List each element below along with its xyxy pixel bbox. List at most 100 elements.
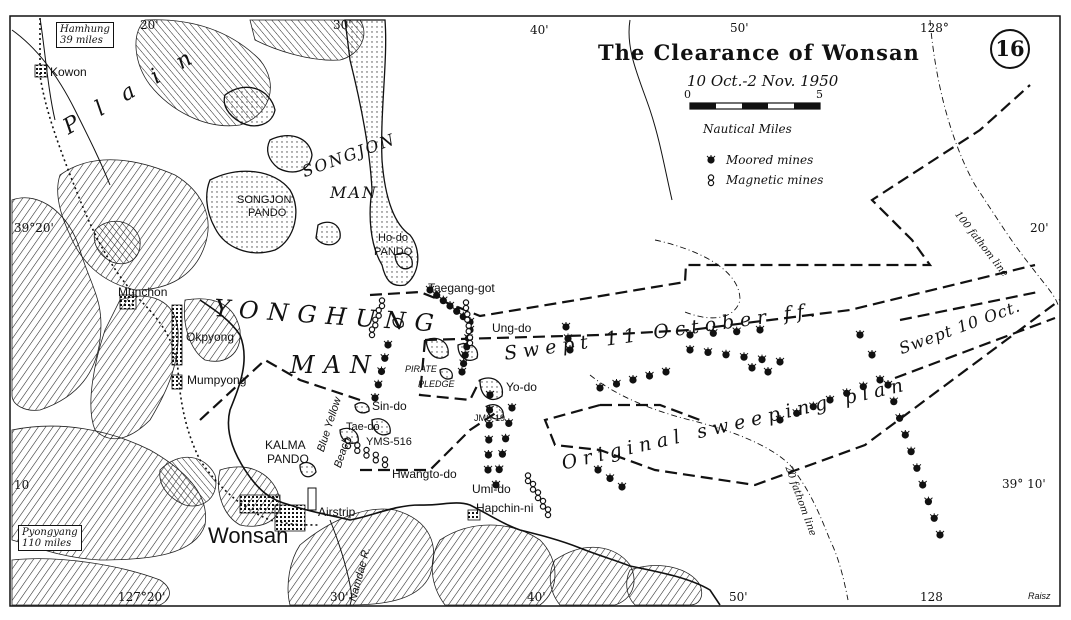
place-songjon-pando: SONGJON: [237, 194, 292, 206]
moored-mine: [775, 357, 785, 366]
place-okpyong: Okpyong: [186, 330, 235, 344]
moored-mine: [595, 383, 605, 392]
coord-top-30: 30': [333, 18, 352, 32]
mainland-coastline: [199, 299, 721, 606]
place-hodo-pando: PANDO: [374, 246, 413, 258]
moored-mine: [685, 345, 695, 354]
magnetic-mine: [381, 456, 389, 469]
place-hodo: Ho-do: [378, 232, 408, 244]
magnetic-mine: [465, 322, 472, 335]
moored-mine: [383, 340, 393, 349]
map-subtitle: 10 Oct.-2 Nov. 1950: [687, 72, 839, 90]
pyongyang-miles: 110 miles: [22, 538, 72, 549]
coord-bottom-30: 30': [330, 590, 349, 604]
pyongyang-distance-box: Pyongyang 110 miles: [18, 525, 82, 551]
magnetic-mine: [539, 497, 547, 510]
moored-mine: [935, 530, 945, 539]
moored-mine: [924, 496, 933, 506]
moored-mine: [757, 354, 767, 364]
moored-mine: [438, 295, 448, 305]
moored-mine: [459, 358, 468, 368]
moored-mine: [432, 290, 442, 299]
moored-mine: [883, 380, 893, 389]
moored-mine: [561, 322, 571, 331]
place-tae-do: Tae-do: [346, 421, 380, 433]
place-kowon: Kowon: [50, 65, 87, 79]
moored-mine-icon: [706, 155, 716, 164]
magnetic-mine-icon: [707, 174, 715, 187]
moored-mine: [565, 345, 575, 354]
place-wonsan: Wonsan: [208, 523, 289, 548]
hamhung-label: Hamhung: [60, 24, 110, 35]
moored-mine: [808, 401, 818, 411]
scale-start: 0: [684, 88, 691, 101]
scale-end: 5: [816, 88, 823, 101]
map-credit: Raisz: [1028, 591, 1051, 601]
moored-mine: [501, 433, 510, 443]
magnetic-mine: [544, 506, 552, 519]
map-title: The Clearance of Wonsan: [598, 40, 920, 65]
moored-mine: [906, 446, 916, 456]
magnetic-mine: [529, 480, 537, 493]
magnetic-mine: [375, 307, 382, 319]
moored-mine: [485, 405, 494, 414]
coord-bottom-128: 128: [920, 590, 943, 604]
moored-mine: [685, 330, 695, 339]
coord-top-50: 50': [730, 21, 749, 35]
moored-mine: [452, 306, 462, 315]
place-sin-do: Sin-do: [372, 399, 407, 413]
moored-mine: [373, 379, 383, 389]
pyongyang-label: Pyongyang: [22, 527, 78, 538]
moored-mine: [763, 367, 773, 376]
magnetic-mine: [368, 326, 376, 339]
place-pledge: PLEDGE: [418, 379, 455, 389]
moored-mine: [775, 415, 785, 424]
place-hapchin-ni: Hapchin-ni: [476, 501, 534, 515]
airstrip: [307, 487, 317, 511]
moored-mine: [900, 430, 910, 439]
moored-mine: [792, 408, 802, 417]
magnetic-mine: [378, 297, 386, 310]
coord-top-20: 20': [140, 18, 159, 32]
moored-mine: [484, 420, 494, 429]
coord-bottom-50: 50': [729, 590, 748, 604]
scale-unit: Nautical Miles: [703, 122, 792, 136]
moored-mine: [747, 363, 757, 372]
magnetic-mine: [534, 489, 542, 502]
place-taegang-got: Taegang-got: [428, 281, 495, 295]
magnetic-mine: [372, 451, 379, 464]
place-hwangto-do: Hwangto-do: [392, 467, 457, 481]
place-umi-do: Umi-do: [472, 482, 511, 496]
place-yms516: YMS-516: [366, 436, 412, 448]
coord-right-20: 20': [1030, 221, 1049, 235]
mountain-terrain-2: [93, 19, 365, 507]
coastline-islands: [206, 19, 504, 478]
fathom-lines: [589, 19, 1059, 601]
moored-mine: [457, 367, 467, 376]
moored-mine: [484, 435, 494, 444]
region-yonghung-man: MAN: [290, 351, 380, 379]
moored-mine: [895, 413, 904, 422]
place-yo-do: Yo-do: [506, 380, 537, 394]
town-blocks: [34, 64, 481, 532]
magnetic-mine: [462, 299, 470, 312]
hamhung-distance-box: Hamhung 39 miles: [56, 22, 114, 48]
coord-bottom-12720: 127°20': [118, 590, 166, 604]
magnetic-mine: [372, 316, 379, 329]
moored-mine: [593, 465, 603, 474]
moored-mine: [485, 390, 495, 399]
moored-mine: [445, 301, 455, 310]
moored-mine: [739, 352, 749, 361]
moored-mine: [612, 379, 621, 388]
moored-mine: [483, 465, 493, 474]
moored-mine: [855, 330, 865, 339]
moored-mine: [507, 403, 517, 412]
coord-left-3920: 39°20': [14, 221, 54, 235]
place-airstrip: Airstrip: [318, 505, 356, 519]
moored-mines-layer: [370, 285, 945, 539]
moored-mine: [494, 464, 504, 474]
coord-top-40: 40': [530, 23, 549, 37]
legend-moored: Moored mines: [726, 153, 814, 167]
moored-mine: [732, 326, 742, 336]
